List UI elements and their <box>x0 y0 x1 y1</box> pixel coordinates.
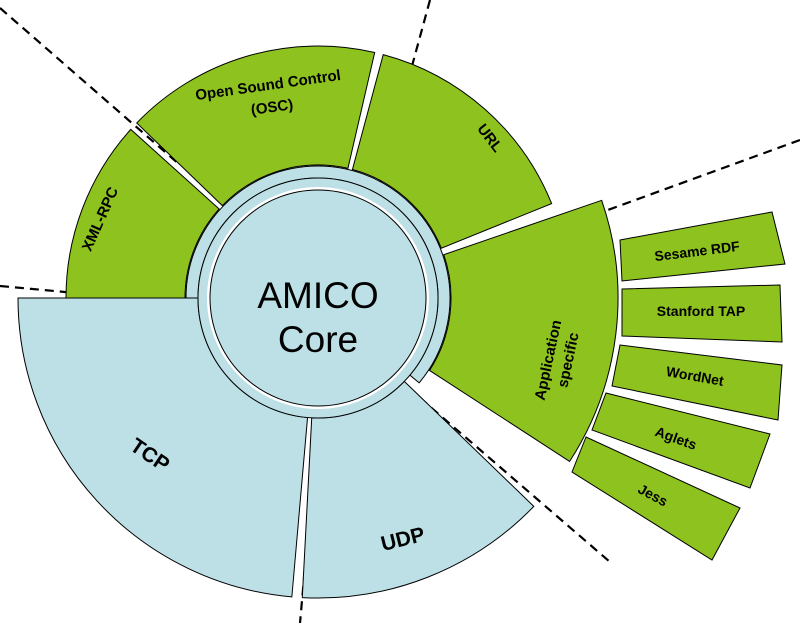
xml-rpc-segment <box>65 128 220 299</box>
app-bar-sesame-rdf <box>619 211 786 282</box>
separator-line-top-left <box>0 7 181 166</box>
url-segment <box>351 53 553 249</box>
app-bar-aglets <box>591 392 771 489</box>
separator-line-top <box>368 0 432 221</box>
core-inner-circle <box>209 189 427 407</box>
application-specific-segment <box>428 199 619 463</box>
inner-ring <box>17 165 535 599</box>
application-bars <box>571 211 786 561</box>
app-bar-stanford-tap <box>621 284 783 343</box>
app-bar-jess <box>571 436 741 561</box>
separator-line-bottom-right <box>419 397 611 563</box>
osc-label-line2: (OSC) <box>250 96 294 119</box>
app-label-stanford-tap: Stanford TAP <box>657 303 745 319</box>
app-bar-wordnet <box>611 344 783 421</box>
core-label-line1: AMICO <box>257 275 378 316</box>
core-label-line2: Core <box>278 319 358 360</box>
outer-ring <box>65 45 619 463</box>
osc-segment <box>136 45 376 207</box>
